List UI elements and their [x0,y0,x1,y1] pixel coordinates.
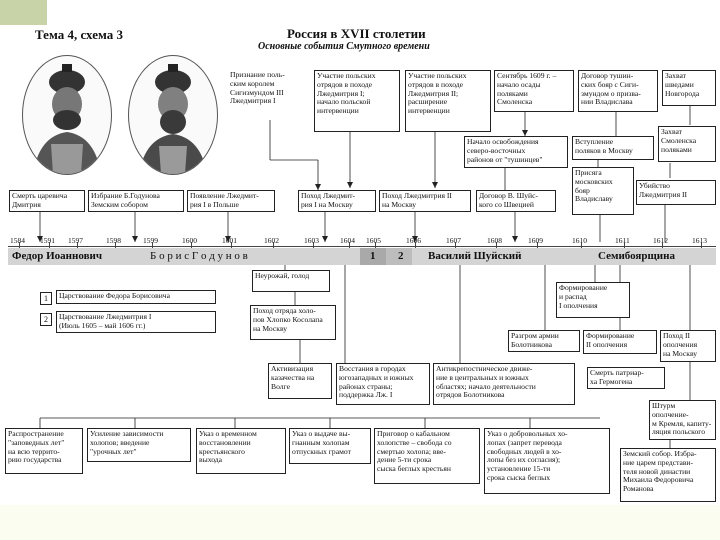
event-box: Участие польских отрядов в походе Лжедми… [405,70,491,132]
year-tick [349,242,350,248]
year-label: 1609 [528,236,543,245]
year-label: 1607 [446,236,461,245]
year-tick [581,242,582,248]
year-tick [77,242,78,248]
year-label: 1591 [40,236,55,245]
timeline-segment-2 [386,248,412,265]
year-label: 1598 [106,236,121,245]
event-box: Захват Смоленска поляками [658,126,716,162]
year-label: 1611 [615,236,630,245]
year-tick [375,242,376,248]
event-box: Указ о временном восстановлении крестьян… [196,428,286,474]
year-label: 1597 [68,236,83,245]
event-box: Антикрепостническое движе- ние в централ… [433,363,575,405]
reign-boris: Б о р и с Г о д у н о в [150,250,248,262]
event-box: Сентябрь 1609 г. – начало осады поляками… [494,70,574,112]
portrait-left [22,55,112,175]
year-tick [624,242,625,248]
year-tick [662,242,663,248]
event-box: Поход Лжедмитрия II на Москву [379,190,471,212]
year-label: 1604 [340,236,355,245]
year-tick [152,242,153,248]
year-tick [115,242,116,248]
reign-vasily: Василий Шуйский [428,250,522,262]
event-box: Поход отряда холо- пов Хлопко Косолапа н… [250,305,336,340]
legend-number: 2 [40,313,52,326]
year-tick [19,242,20,248]
year-tick [701,242,702,248]
corner-accent [0,0,47,25]
event-box: Неурожай, голод [252,270,330,292]
reign-number-2: 2 [398,250,404,262]
event-box: Активизация казачества на Волге [268,363,332,399]
event-box: Земский собор. Избра- ние царем представ… [620,448,716,502]
year-label: 1613 [692,236,707,245]
reign-fedor: Федор Иоаннович [12,250,103,262]
portrait-right [128,55,218,175]
year-tick [273,242,274,248]
event-box: Штурм ополчение- м Кремля, капиту- ляция… [649,400,716,440]
year-label: 1605 [366,236,381,245]
year-label: 1610 [572,236,587,245]
event-box: Формирование и распад I ополчения [556,282,630,318]
event-box: Договор тушин- ских бояр с Сиги- змундом… [578,70,658,112]
reign-semiboyarshchina: Семибоярщина [598,250,675,262]
event-box: Захват шведами Новгорода [662,70,716,106]
year-tick [537,242,538,248]
year-tick [231,242,232,248]
year-label: 1584 [10,236,25,245]
bottom-band [0,505,720,540]
event-box: Признание поль- ским королем Сигизмундом… [228,70,308,120]
event-box: Присяга московских бояр Владиславу [572,167,634,215]
event-box: Поход II ополчения на Москву [660,330,716,362]
topic-label: Тема 4, схема 3 [35,27,124,42]
timeline-segment-1 [360,248,386,265]
event-box: Указ о добровольных хо- лопах (запрет пе… [484,428,610,494]
year-label: 1608 [487,236,502,245]
event-box: Вступление поляков в Москву [572,136,654,160]
year-tick [191,242,192,248]
event-box: Формирование II ополчения [583,330,657,354]
year-tick [496,242,497,248]
year-label: 1603 [304,236,319,245]
event-box: Поход Лжедмит- рия I на Москву [298,190,376,212]
event-box: Появление Лжедмит- рия I в Польше [187,190,275,212]
event-box: Разгром армии Болотникова [508,330,580,352]
event-box: Убийство Лжедмитрия II [636,180,716,205]
year-label: 1612 [653,236,668,245]
event-box: Начало освобождения северо-восточных рай… [464,136,568,168]
event-box: Участие польских отрядов в походе Лжедми… [314,70,400,132]
year-label: 1601 [222,236,237,245]
year-label: 1600 [182,236,197,245]
reign-number-1: 1 [370,250,376,262]
year-tick [49,242,50,248]
year-label: 1599 [143,236,158,245]
event-box: Смерть царевича Дмитрия [9,190,85,212]
event-box: Распространение "заповедных лет" на всю … [5,428,83,474]
tsar-portrait-icon [139,64,207,174]
event-box: Указ о выдаче вы- гнанным холопам отпуск… [289,428,371,464]
legend-number: 1 [40,292,52,305]
year-label: 1602 [264,236,279,245]
event-box: Избрание Б.Годунова Земским собором [88,190,184,212]
legend-item: Царствование Федора Борисовича [56,290,216,304]
page-title: Россия в XVII столетии [287,26,426,41]
year-ruler [8,246,716,247]
page-subtitle: Основные события Смутного времени [258,41,430,52]
event-box: Договор В. Шуйс- кого со Швецией [476,190,556,212]
event-box: Усиление зависимости холопов; введение "… [87,428,191,462]
year-label: 1606 [406,236,421,245]
event-box: Смерть патриар- ха Гермогена [587,367,665,389]
year-tick [455,242,456,248]
year-tick [313,242,314,248]
event-box: Приговор о кабальном холопстве – свобода… [374,428,480,484]
year-tick [415,242,416,248]
tsar-portrait-icon [33,64,101,174]
legend-item: Царствование Лжедмитрия I (Июль 1605 – м… [56,311,216,333]
event-box: Восстания в городах югозападных и южных … [336,363,430,405]
